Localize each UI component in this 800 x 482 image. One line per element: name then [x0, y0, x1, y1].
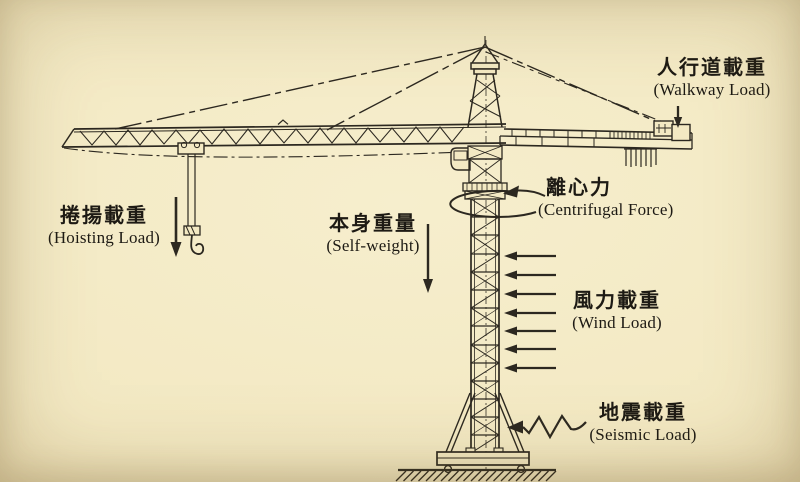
self-weight-label-en: (Self-weight)	[326, 236, 420, 255]
rotation-arrow-icon	[449, 185, 546, 218]
walkway-load-box	[653, 120, 674, 137]
counter-jib	[499, 120, 693, 167]
counterweight-slats	[624, 148, 657, 167]
wind-arrows-icon	[504, 251, 556, 373]
self-weight-down-arrow-icon	[423, 224, 433, 293]
trolley-and-hook	[177, 141, 205, 255]
wind-load-label: 風力載重 (Wind Load)	[562, 289, 672, 333]
walkway-down-arrow-icon	[673, 106, 683, 128]
walkway-load-label: 人行道載重 (Walkway Load)	[638, 56, 786, 100]
turntable	[462, 145, 508, 200]
hook-icon	[190, 234, 205, 255]
crane-base	[436, 392, 530, 474]
guy-cables	[114, 46, 674, 131]
centrifugal-force-label-zh: 離心力	[546, 177, 612, 199]
self-weight-label: 本身重量 (Self-weight)	[312, 212, 434, 256]
jib-truss	[61, 119, 507, 148]
hoisting-load-label-zh: 捲揚載重	[60, 205, 148, 227]
hoisting-load-label-en: (Hoisting Load)	[47, 228, 161, 247]
wind-load-label-zh: 風力載重	[573, 290, 661, 312]
operator-cab	[450, 147, 471, 171]
wind-load-label-en: (Wind Load)	[572, 313, 662, 332]
hoisting-load-label: 捲揚載重 (Hoisting Load)	[28, 204, 180, 248]
seismic-load-label-zh: 地震載重	[599, 402, 687, 424]
tower-mast	[470, 198, 500, 454]
walkway-load-label-en: (Walkway Load)	[653, 80, 771, 99]
centrifugal-force-label-en: (Centrifugal Force)	[538, 200, 674, 219]
self-weight-label-zh: 本身重量	[329, 213, 417, 235]
hoisting-down-arrow-icon	[170, 197, 182, 257]
seismic-load-label: 地震載重 (Seismic Load)	[572, 401, 714, 445]
seismic-zigzag-arrow-icon	[507, 413, 587, 440]
walkway-load-label-zh: 人行道載重	[657, 57, 767, 79]
centrifugal-force-label: 離心力 (Centrifugal Force)	[538, 176, 718, 220]
hoist-rope	[63, 147, 466, 158]
seismic-load-label-en: (Seismic Load)	[589, 425, 697, 444]
ground-hatching	[395, 468, 557, 482]
